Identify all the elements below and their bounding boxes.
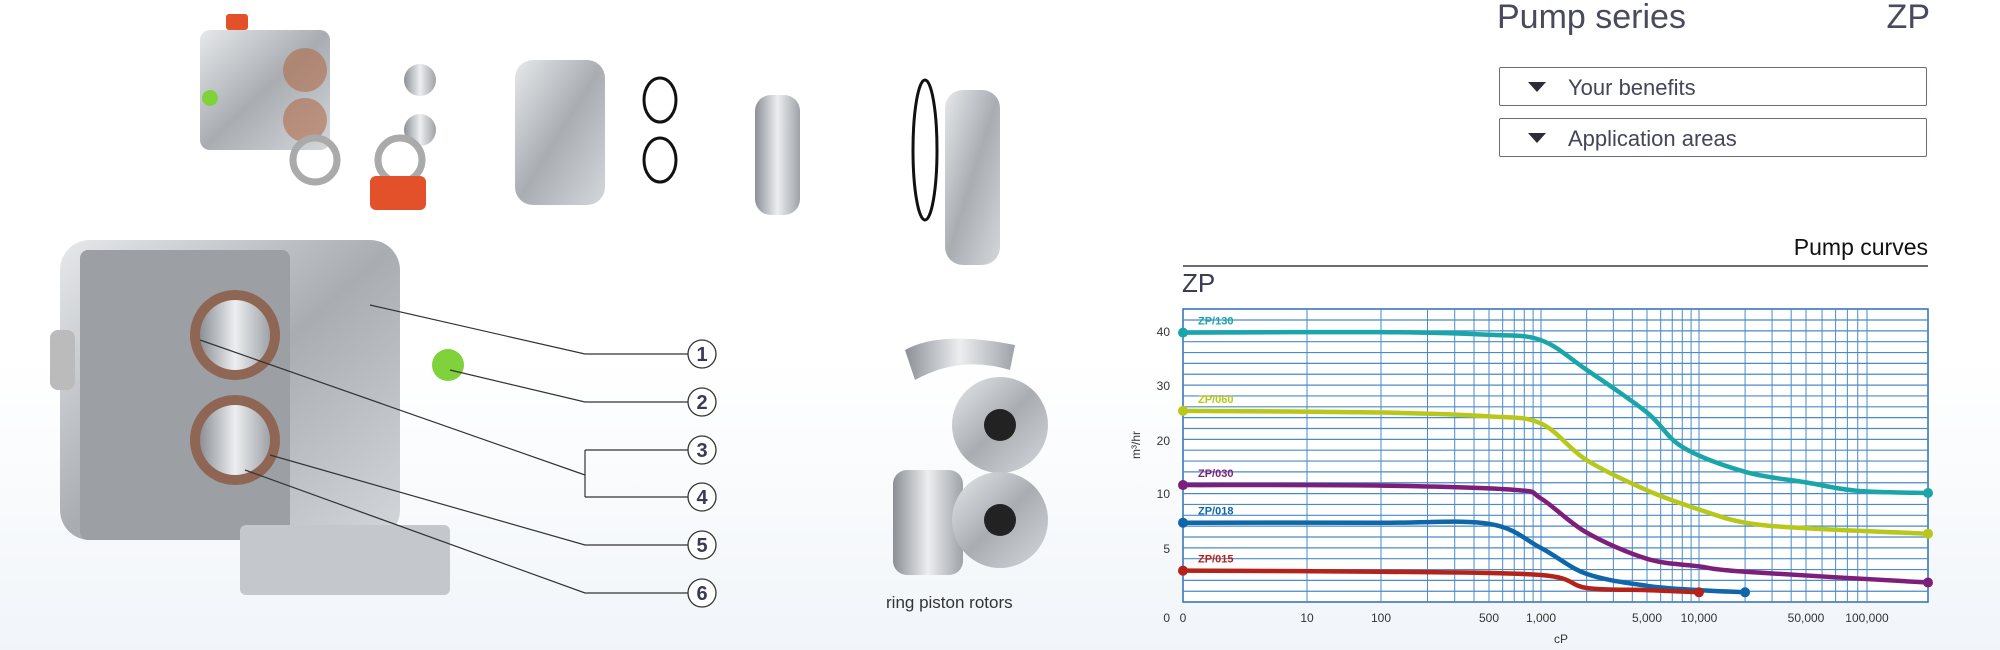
- x-tick-label: 100: [1371, 611, 1391, 625]
- ring-piston-rotors-image: [893, 338, 1048, 575]
- series-start-point: [1178, 565, 1188, 576]
- series-label: ZP/018: [1198, 506, 1233, 518]
- series-line-zp-018: [1180, 519, 1748, 595]
- x-tick-label: 5,000: [1632, 611, 1662, 625]
- x-tick-label: 1,000: [1526, 611, 1556, 625]
- series-line-zp-060: [1180, 408, 1931, 536]
- x-tick-label: 100,000: [1845, 611, 1889, 625]
- pump-curves-heading: Pump curves: [1793, 234, 1928, 260]
- series-end-point: [1923, 577, 1933, 588]
- callout-leader-lines: [199, 304, 688, 594]
- x-tick-label: 500: [1479, 611, 1499, 625]
- x-tick-label: 50,000: [1788, 611, 1825, 625]
- series-start-point: [1178, 517, 1188, 528]
- y-tick-label: 30: [1157, 379, 1171, 393]
- y-tick-label: 0: [1163, 611, 1170, 625]
- heading-divider: [1183, 265, 1928, 267]
- series-start-point: [1178, 480, 1188, 491]
- series-end-point: [1740, 587, 1751, 598]
- pump-cutaway-view: [50, 134, 464, 595]
- series-start-point: [1178, 327, 1188, 338]
- series-end-point: [1923, 488, 1933, 498]
- series-start-point: [1178, 405, 1188, 416]
- triangle-down-icon: [1528, 133, 1546, 143]
- x-tick-label: 10,000: [1681, 611, 1718, 625]
- page-title: Pump series: [1497, 0, 1686, 36]
- x-axis-label: cP: [1554, 632, 1568, 646]
- series-name: ZP: [1886, 0, 1930, 36]
- accordion-label: Your benefits: [1568, 75, 1696, 100]
- x-tick-label: 10: [1300, 611, 1314, 625]
- series-line-zp-030: [1180, 482, 1931, 585]
- series-end-point: [1923, 528, 1933, 539]
- your-benefits-accordion[interactable]: Your benefits: [1499, 67, 1927, 106]
- chart-title: ZP: [1182, 268, 1216, 298]
- y-axis-label: m³/hr: [1129, 431, 1143, 459]
- series-label: ZP/015: [1198, 554, 1233, 566]
- series-line-zp-015: [1180, 568, 1702, 595]
- series-label: ZP/130: [1198, 316, 1233, 328]
- series-end-point: [1694, 587, 1704, 598]
- y-tick-label: 10: [1157, 487, 1171, 501]
- y-tick-label: 40: [1157, 325, 1171, 339]
- accordion-label: Application areas: [1568, 126, 1737, 151]
- application-areas-accordion[interactable]: Application areas: [1499, 118, 1927, 157]
- series-line-zp-130: [1180, 329, 1931, 496]
- x-tick-label: 0: [1180, 611, 1187, 625]
- series-label: ZP/030: [1198, 468, 1233, 480]
- triangle-down-icon: [1528, 82, 1546, 92]
- series-label: ZP/060: [1198, 394, 1233, 406]
- y-tick-label: 20: [1157, 434, 1171, 448]
- rotor-caption: ring piston rotors: [886, 593, 1013, 612]
- y-tick-label: 5: [1163, 542, 1170, 556]
